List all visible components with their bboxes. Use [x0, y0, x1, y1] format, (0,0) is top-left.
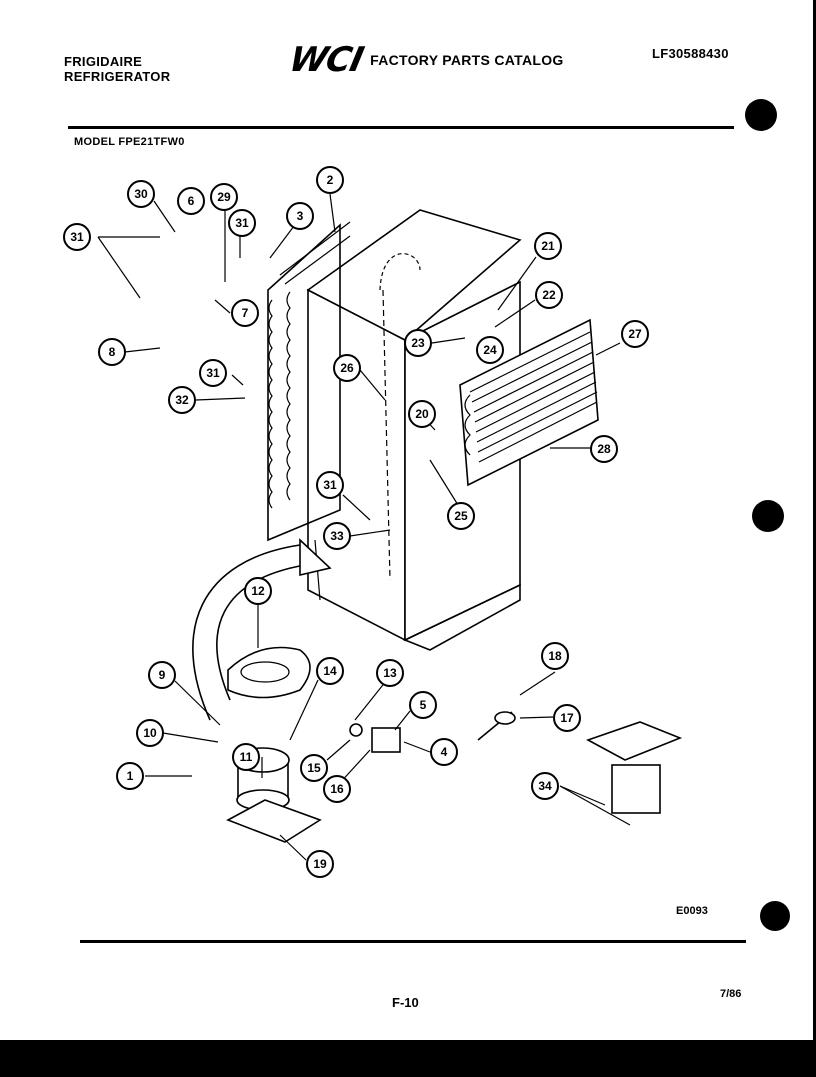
catalog-date: 7/86 — [720, 988, 742, 1000]
catalog-title: FACTORY PARTS CATALOG — [370, 52, 564, 68]
callout-11: 11 — [232, 743, 260, 771]
svg-text:13: 13 — [383, 666, 397, 680]
svg-text:6: 6 — [188, 194, 195, 208]
relay-drawing — [371, 727, 401, 753]
callout-14: 14 — [316, 657, 344, 685]
fan-motor-drawing — [586, 721, 683, 814]
condenser-coil-drawing — [267, 221, 351, 542]
svg-text:4: 4 — [441, 745, 448, 759]
brand-block: FRIGIDAIRE REFRIGERATOR — [64, 54, 170, 84]
svg-text:10: 10 — [143, 726, 157, 740]
svg-text:2: 2 — [327, 173, 334, 187]
callout-16: 16 — [323, 775, 351, 803]
svg-text:30: 30 — [134, 187, 148, 201]
binder-hole-middle — [752, 500, 784, 532]
callout-20: 20 — [408, 400, 436, 428]
svg-text:21: 21 — [541, 239, 555, 253]
catalog-header: WCI FACTORY PARTS CATALOG — [286, 40, 564, 80]
leader-lines — [97, 193, 631, 861]
svg-text:31: 31 — [70, 230, 84, 244]
callout-21: 21 — [534, 232, 562, 260]
svg-text:15: 15 — [307, 761, 321, 775]
brand-name: FRIGIDAIRE — [64, 54, 143, 69]
callout-31b: 31 — [63, 223, 91, 251]
svg-text:8: 8 — [109, 345, 116, 359]
callout-18: 18 — [541, 642, 569, 670]
header-rule — [68, 126, 734, 129]
svg-text:7: 7 — [242, 306, 249, 320]
callout-29: 29 — [210, 183, 238, 211]
svg-text:29: 29 — [217, 190, 231, 204]
svg-text:3: 3 — [297, 209, 304, 223]
page-number: F-10 — [392, 995, 419, 1010]
callout-4: 4 — [430, 738, 458, 766]
callout-8: 8 — [98, 338, 126, 366]
svg-text:27: 27 — [628, 327, 642, 341]
callout-23: 23 — [404, 329, 432, 357]
svg-text:9: 9 — [159, 668, 166, 682]
callout-1: 1 — [116, 762, 144, 790]
callout-26: 26 — [333, 354, 361, 382]
callout-6: 6 — [177, 187, 205, 215]
svg-text:33: 33 — [330, 529, 344, 543]
callout-31c: 31 — [199, 359, 227, 387]
callout-33: 33 — [323, 522, 351, 550]
callout-17: 17 — [553, 704, 581, 732]
callout-30: 30 — [127, 180, 155, 208]
svg-text:19: 19 — [313, 857, 327, 871]
svg-text:17: 17 — [560, 711, 574, 725]
model-number: MODEL FPE21TFW0 — [74, 136, 185, 148]
svg-text:31: 31 — [235, 216, 249, 230]
callout-25: 25 — [447, 502, 475, 530]
callout-5: 5 — [409, 691, 437, 719]
svg-text:28: 28 — [597, 442, 611, 456]
callout-34: 34 — [531, 772, 559, 800]
footer-rule — [80, 940, 746, 943]
callout-31d: 31 — [316, 471, 344, 499]
svg-text:25: 25 — [454, 509, 468, 523]
product-type: REFRIGERATOR — [64, 69, 171, 84]
callout-15: 15 — [300, 754, 328, 782]
svg-text:1: 1 — [127, 769, 134, 783]
callout-28: 28 — [590, 435, 618, 463]
callout-10: 10 — [136, 719, 164, 747]
callout-24: 24 — [476, 336, 504, 364]
svg-text:16: 16 — [330, 782, 344, 796]
callout-3: 3 — [286, 202, 314, 230]
svg-text:11: 11 — [240, 750, 253, 764]
drain-pan-drawing — [227, 646, 311, 699]
binder-hole-bottom — [760, 901, 790, 931]
callout-22: 22 — [535, 281, 563, 309]
catalog-number: LF30588430 — [652, 46, 729, 61]
figure-code: E0093 — [676, 905, 708, 917]
svg-text:14: 14 — [323, 664, 337, 678]
svg-text:32: 32 — [175, 393, 189, 407]
callout-31a: 31 — [228, 209, 256, 237]
callout-32: 32 — [168, 386, 196, 414]
svg-text:31: 31 — [323, 478, 337, 492]
svg-text:23: 23 — [411, 336, 425, 350]
svg-text:20: 20 — [415, 407, 429, 421]
scan-edge-bottom — [0, 1040, 816, 1077]
callout-19: 19 — [306, 850, 334, 878]
svg-text:18: 18 — [548, 649, 562, 663]
svg-text:26: 26 — [340, 361, 354, 375]
callout-7: 7 — [231, 299, 259, 327]
callout-2: 2 — [316, 166, 344, 194]
svg-text:24: 24 — [483, 343, 497, 357]
svg-text:31: 31 — [206, 366, 220, 380]
svg-text:22: 22 — [542, 288, 556, 302]
binder-hole-top — [745, 99, 777, 131]
callout-9: 9 — [148, 661, 176, 689]
callout-12: 12 — [244, 577, 272, 605]
callout-13: 13 — [376, 659, 404, 687]
callout-27: 27 — [621, 320, 649, 348]
scan-edge-right — [813, 0, 816, 1077]
svg-text:5: 5 — [420, 698, 427, 712]
evaporator-drawing — [459, 318, 599, 487]
svg-text:12: 12 — [251, 584, 265, 598]
svg-text:34: 34 — [538, 779, 552, 793]
